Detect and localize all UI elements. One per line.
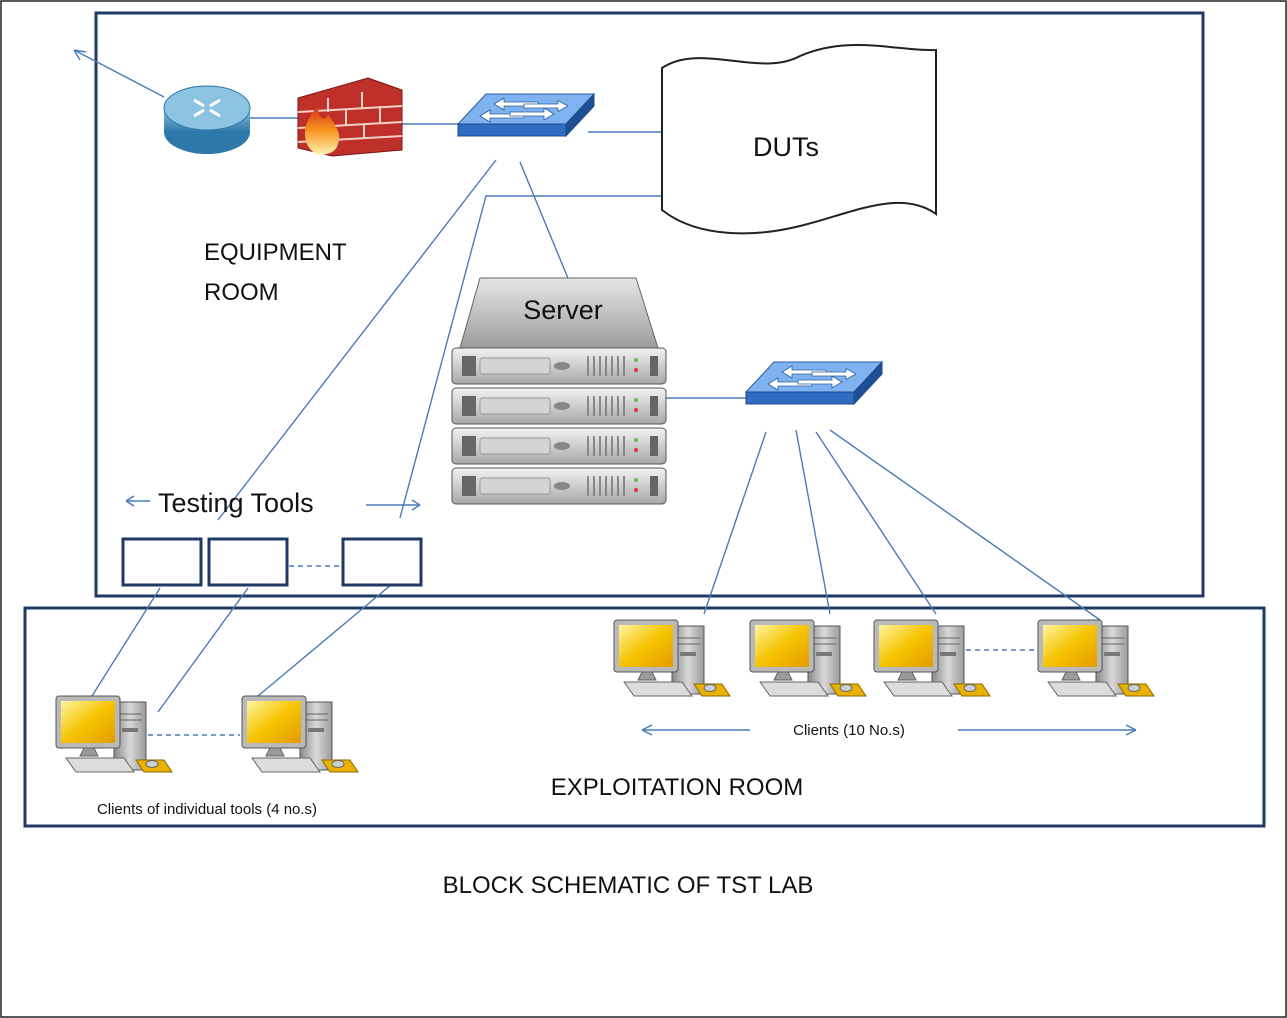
equipment-room-label-line1: EQUIPMENT (204, 239, 347, 266)
tool-clients-label: Clients of individual tools (4 no.s) (97, 801, 317, 818)
switch-testing-tools-link (217, 159, 497, 521)
tool3-client-link (257, 583, 393, 697)
tool2-client-link (157, 587, 249, 713)
testing-tool-box-1 (121, 537, 203, 587)
switch2-client4-link (829, 429, 1101, 621)
switch2-client1-link (703, 431, 767, 615)
testing-tool-box-3 (341, 537, 423, 587)
server-label: Server (523, 295, 603, 325)
desktop-computer-icon-tool-client-1 (55, 695, 173, 773)
exploitation-room-label: EXPLOITATION ROOM (551, 774, 803, 801)
uplink-line (73, 49, 165, 98)
exploitation-room-frame (23, 606, 1266, 828)
firewall-icon (297, 77, 403, 157)
duts-storage-icon: DUTs (661, 43, 937, 235)
duts-label: DUTs (753, 132, 819, 162)
router-icon (163, 85, 251, 154)
testing-tools-label: Testing Tools (158, 488, 314, 518)
desktop-computer-icon-tool-client-2 (241, 695, 359, 773)
equipment-room-label-line2: ROOM (204, 279, 279, 306)
desktop-computer-icon-client-4 (1037, 619, 1155, 697)
switch-server-link (519, 161, 573, 289)
clients-span-arrows (641, 724, 1137, 736)
testing-tools-label-group: Testing Tools (125, 488, 421, 518)
equipment-room-frame (94, 11, 1205, 598)
testing-tool-box-2 (207, 537, 289, 587)
testing-tool-boxes (121, 537, 423, 587)
desktop-computer-icon-client-1 (613, 619, 731, 697)
desktop-computer-icon-client-3 (873, 619, 991, 697)
desktop-computer-icon-client-2 (749, 619, 867, 697)
diagram-title: BLOCK SCHEMATIC OF TST LAB (443, 872, 814, 899)
connection-links (73, 49, 1101, 713)
clients-10-label: Clients (10 No.s) (793, 722, 905, 739)
network-switch-icon-clients (745, 361, 883, 405)
server-rack-icon: Server (451, 277, 667, 505)
tool1-client-link (91, 587, 161, 697)
duts-testing-tools-link (399, 195, 662, 519)
uplink-arrowhead (73, 49, 87, 61)
switch2-client3-link (815, 431, 937, 615)
network-switch-icon-main (457, 93, 595, 137)
switch2-client2-link (795, 429, 831, 615)
